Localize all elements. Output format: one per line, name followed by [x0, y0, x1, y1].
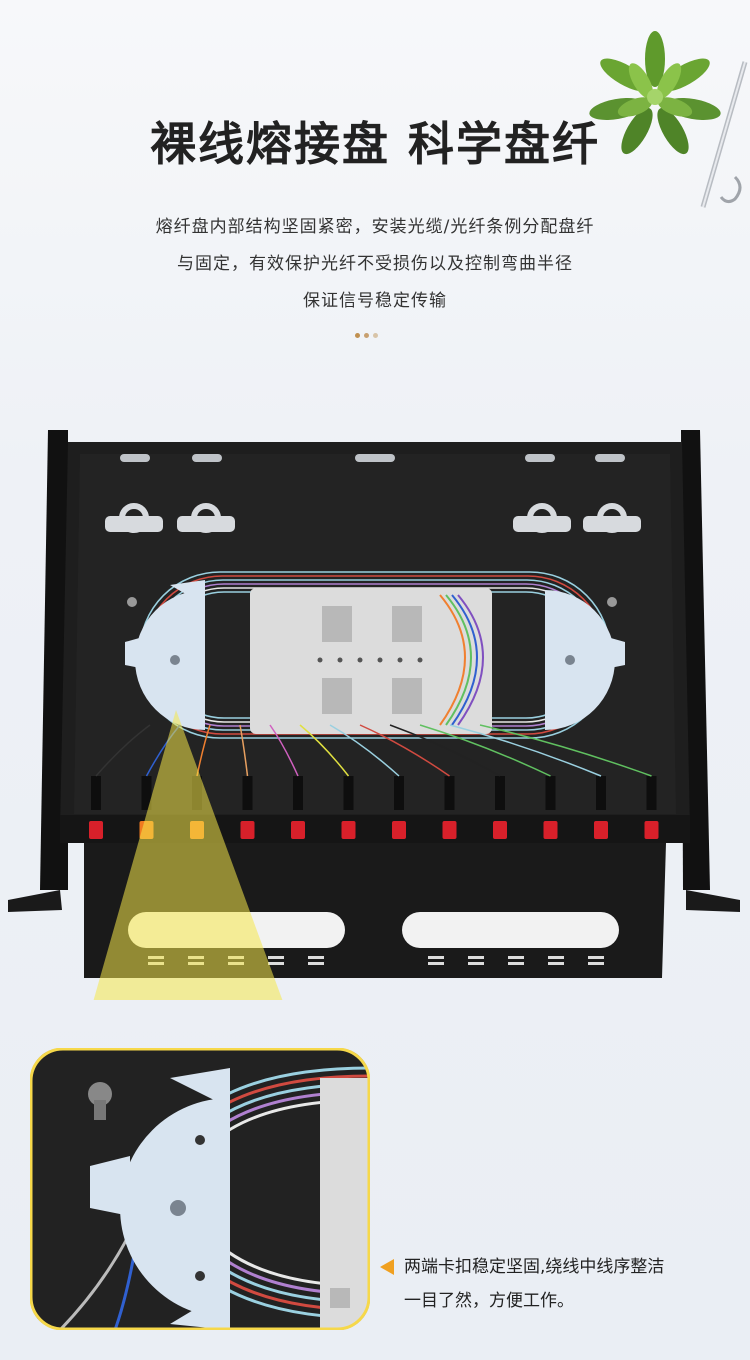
description-line-1: 熔纤盘内部结构坚固紧密，安装光缆/光纤条例分配盘纤: [155, 217, 595, 237]
pigtail-fiber: [359, 724, 450, 777]
pigtail-fiber: [239, 724, 249, 777]
fiber-connector-boot: [293, 776, 303, 810]
fiber-adapter: [291, 821, 305, 839]
fiber-adapter: [392, 821, 406, 839]
pigtail-fiber: [389, 724, 501, 777]
fiber-adapter: [341, 821, 356, 839]
divider-dots: [355, 323, 382, 342]
fiber-connector-boot: [91, 776, 101, 810]
fiber-connector-boot: [495, 776, 505, 810]
fiber-connector-boot: [141, 776, 152, 810]
fiber-connector-boot: [394, 776, 404, 810]
zoom-detail-image: [30, 1048, 370, 1330]
fiber-connector-boot: [444, 776, 455, 810]
fiber-splice-tray-image: [8, 430, 740, 1000]
fiber-adapter: [543, 821, 558, 839]
fiber-connector-boot: [646, 776, 657, 810]
pigtail-fiber: [269, 724, 299, 777]
callout-line-1: 两端卡扣稳定坚固,绕线中线序整洁: [404, 1257, 665, 1277]
fiber-adapter: [442, 821, 457, 839]
pigtail-fiber: [329, 724, 400, 777]
fiber-adapter: [240, 821, 255, 839]
pigtail-fiber: [95, 724, 151, 777]
fiber-connector-boot: [343, 776, 354, 810]
description-line-2: 与固定，有效保护光纤不受损伤以及控制弯曲半径: [177, 254, 573, 274]
fiber-connector-boot: [242, 776, 253, 810]
description-line-3: 保证信号稳定传输: [303, 291, 447, 311]
page-title: 裸线熔接盘 科学盘纤: [149, 117, 600, 171]
pigtail-fiber: [419, 724, 551, 777]
fiber-adapter: [594, 821, 608, 839]
pigtail-fiber: [449, 724, 602, 777]
pigtail-fiber: [479, 724, 652, 777]
triangle-arrow-icon: [380, 1259, 394, 1275]
fiber-adapter: [493, 821, 507, 839]
callout-line-2: 一目了然，方便工作。: [404, 1291, 574, 1311]
fiber-adapter: [89, 821, 103, 839]
pigtail-fiber: [299, 724, 350, 777]
fiber-connector-boot: [545, 776, 556, 810]
fiber-connector-boot: [596, 776, 606, 810]
succulent-plant-decoration: [589, 31, 748, 208]
fiber-adapter: [644, 821, 659, 839]
